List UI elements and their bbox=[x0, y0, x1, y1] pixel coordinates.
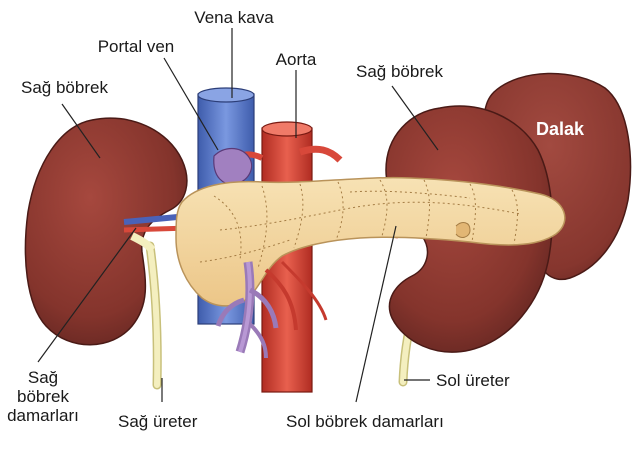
label-sag-bobrek-right: Sağ böbrek bbox=[356, 62, 443, 81]
label-aorta: Aorta bbox=[270, 50, 322, 69]
label-sag-bobrek-left: Sağ böbrek bbox=[21, 78, 108, 97]
label-portal-ven: Portal ven bbox=[88, 37, 184, 56]
label-sag-ureter: Sağ üreter bbox=[118, 412, 197, 431]
label-dalak: Dalak bbox=[536, 120, 584, 139]
label-sol-bobrek-damarlari: Sol böbrek damarları bbox=[286, 412, 444, 431]
label-sag-bobrek-damarlari-line2: böbrek bbox=[0, 387, 86, 406]
label-sol-ureter: Sol üreter bbox=[436, 371, 510, 390]
left-kidney-shape bbox=[25, 118, 186, 345]
label-vena-kava: Vena kava bbox=[190, 8, 278, 27]
portal-vein-shape bbox=[214, 149, 252, 185]
label-sag-bobrek-damarlari-line1: Sağ bbox=[0, 368, 86, 387]
label-sag-bobrek-damarlari-line3: damarları bbox=[0, 406, 86, 425]
